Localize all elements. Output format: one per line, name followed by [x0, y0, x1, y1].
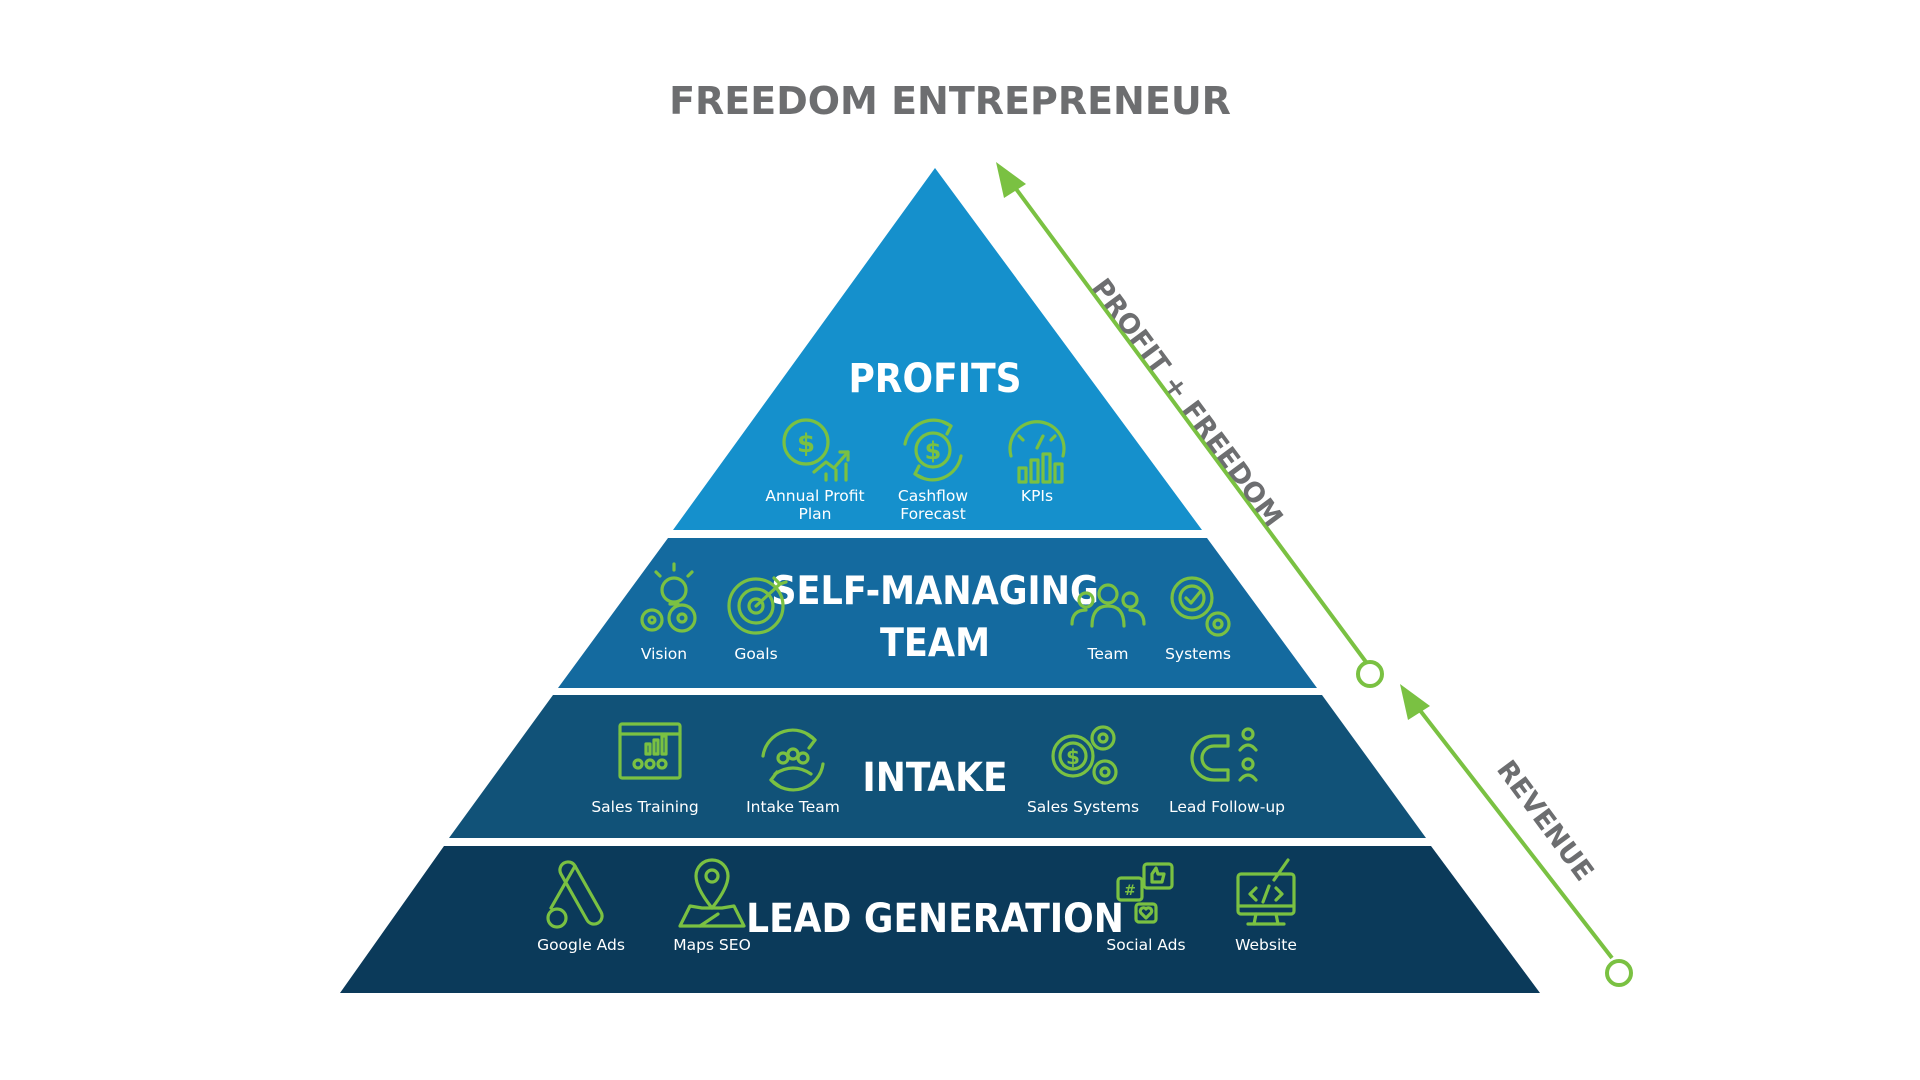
tier-profits: [673, 168, 1202, 530]
tier-title-intake: INTAKE: [862, 755, 1007, 801]
team-people-icon: [1070, 583, 1146, 628]
label-goals: Goals: [734, 645, 777, 663]
svg-text:$: $: [797, 429, 815, 459]
arrow-start-circle: [1605, 959, 1633, 987]
presentation-board-icon: [618, 722, 682, 780]
tier-lead-generation: [340, 846, 1540, 993]
dollar-gears-icon: $: [1051, 725, 1118, 785]
cashflow-cycle-icon: $: [903, 418, 963, 482]
arrowhead-icon: [996, 162, 1026, 198]
arrow-start-circle: [1356, 660, 1384, 688]
target-icon: [727, 576, 788, 635]
label-team: Team: [1087, 645, 1129, 663]
svg-text:#: #: [1124, 883, 1136, 899]
label-systems: Systems: [1165, 645, 1231, 663]
kpi-gauge-icon: [1008, 420, 1066, 484]
revenue-arrow: [1400, 684, 1633, 987]
label-annual-profit-plan-line1: Annual Profit: [765, 487, 864, 505]
label-cashflow-forecast-line1: Cashflow: [898, 487, 968, 505]
label-cashflow-forecast-line2: Forecast: [900, 505, 966, 523]
magnet-people-icon: [1190, 727, 1258, 782]
dollar-growth-icon: $: [782, 418, 850, 482]
label-intake-team: Intake Team: [746, 798, 840, 816]
tier-self-managing-team: [558, 538, 1317, 688]
tier-title-team-line1: SELF-MANAGING: [771, 569, 1099, 614]
label-website: Website: [1235, 936, 1297, 954]
label-kpis: KPIs: [1021, 487, 1053, 505]
profit-freedom-arrow: [996, 162, 1384, 688]
tier-title-team-line2: TEAM: [880, 621, 990, 666]
tier-intake: [449, 695, 1426, 838]
arrowhead-icon: [1400, 684, 1430, 720]
label-social-ads: Social Ads: [1106, 936, 1185, 954]
label-google-ads: Google Ads: [537, 936, 625, 954]
tier-title-profits: PROFITS: [848, 356, 1021, 402]
diagram-title: FREEDOM ENTREPRENEUR: [669, 79, 1231, 123]
gears-check-icon: [1170, 576, 1231, 637]
label-sales-systems: Sales Systems: [1027, 798, 1139, 816]
label-annual-profit-plan-line2: Plan: [799, 505, 832, 523]
team-cycle-icon: [761, 728, 825, 792]
label-vision: Vision: [641, 645, 687, 663]
map-pin-icon: [678, 858, 746, 928]
tier-title-lead-generation: LEAD GENERATION: [746, 896, 1124, 942]
label-maps-seo: Maps SEO: [673, 936, 751, 954]
vision-lightbulb-icon: [640, 562, 697, 633]
social-media-icon: #: [1116, 862, 1174, 924]
label-sales-training: Sales Training: [591, 798, 698, 816]
website-monitor-icon: [1236, 858, 1296, 926]
svg-text:$: $: [1066, 745, 1080, 769]
svg-text:$: $: [925, 437, 942, 465]
label-lead-follow-up: Lead Follow-up: [1169, 798, 1285, 816]
google-ads-icon: [546, 860, 604, 929]
